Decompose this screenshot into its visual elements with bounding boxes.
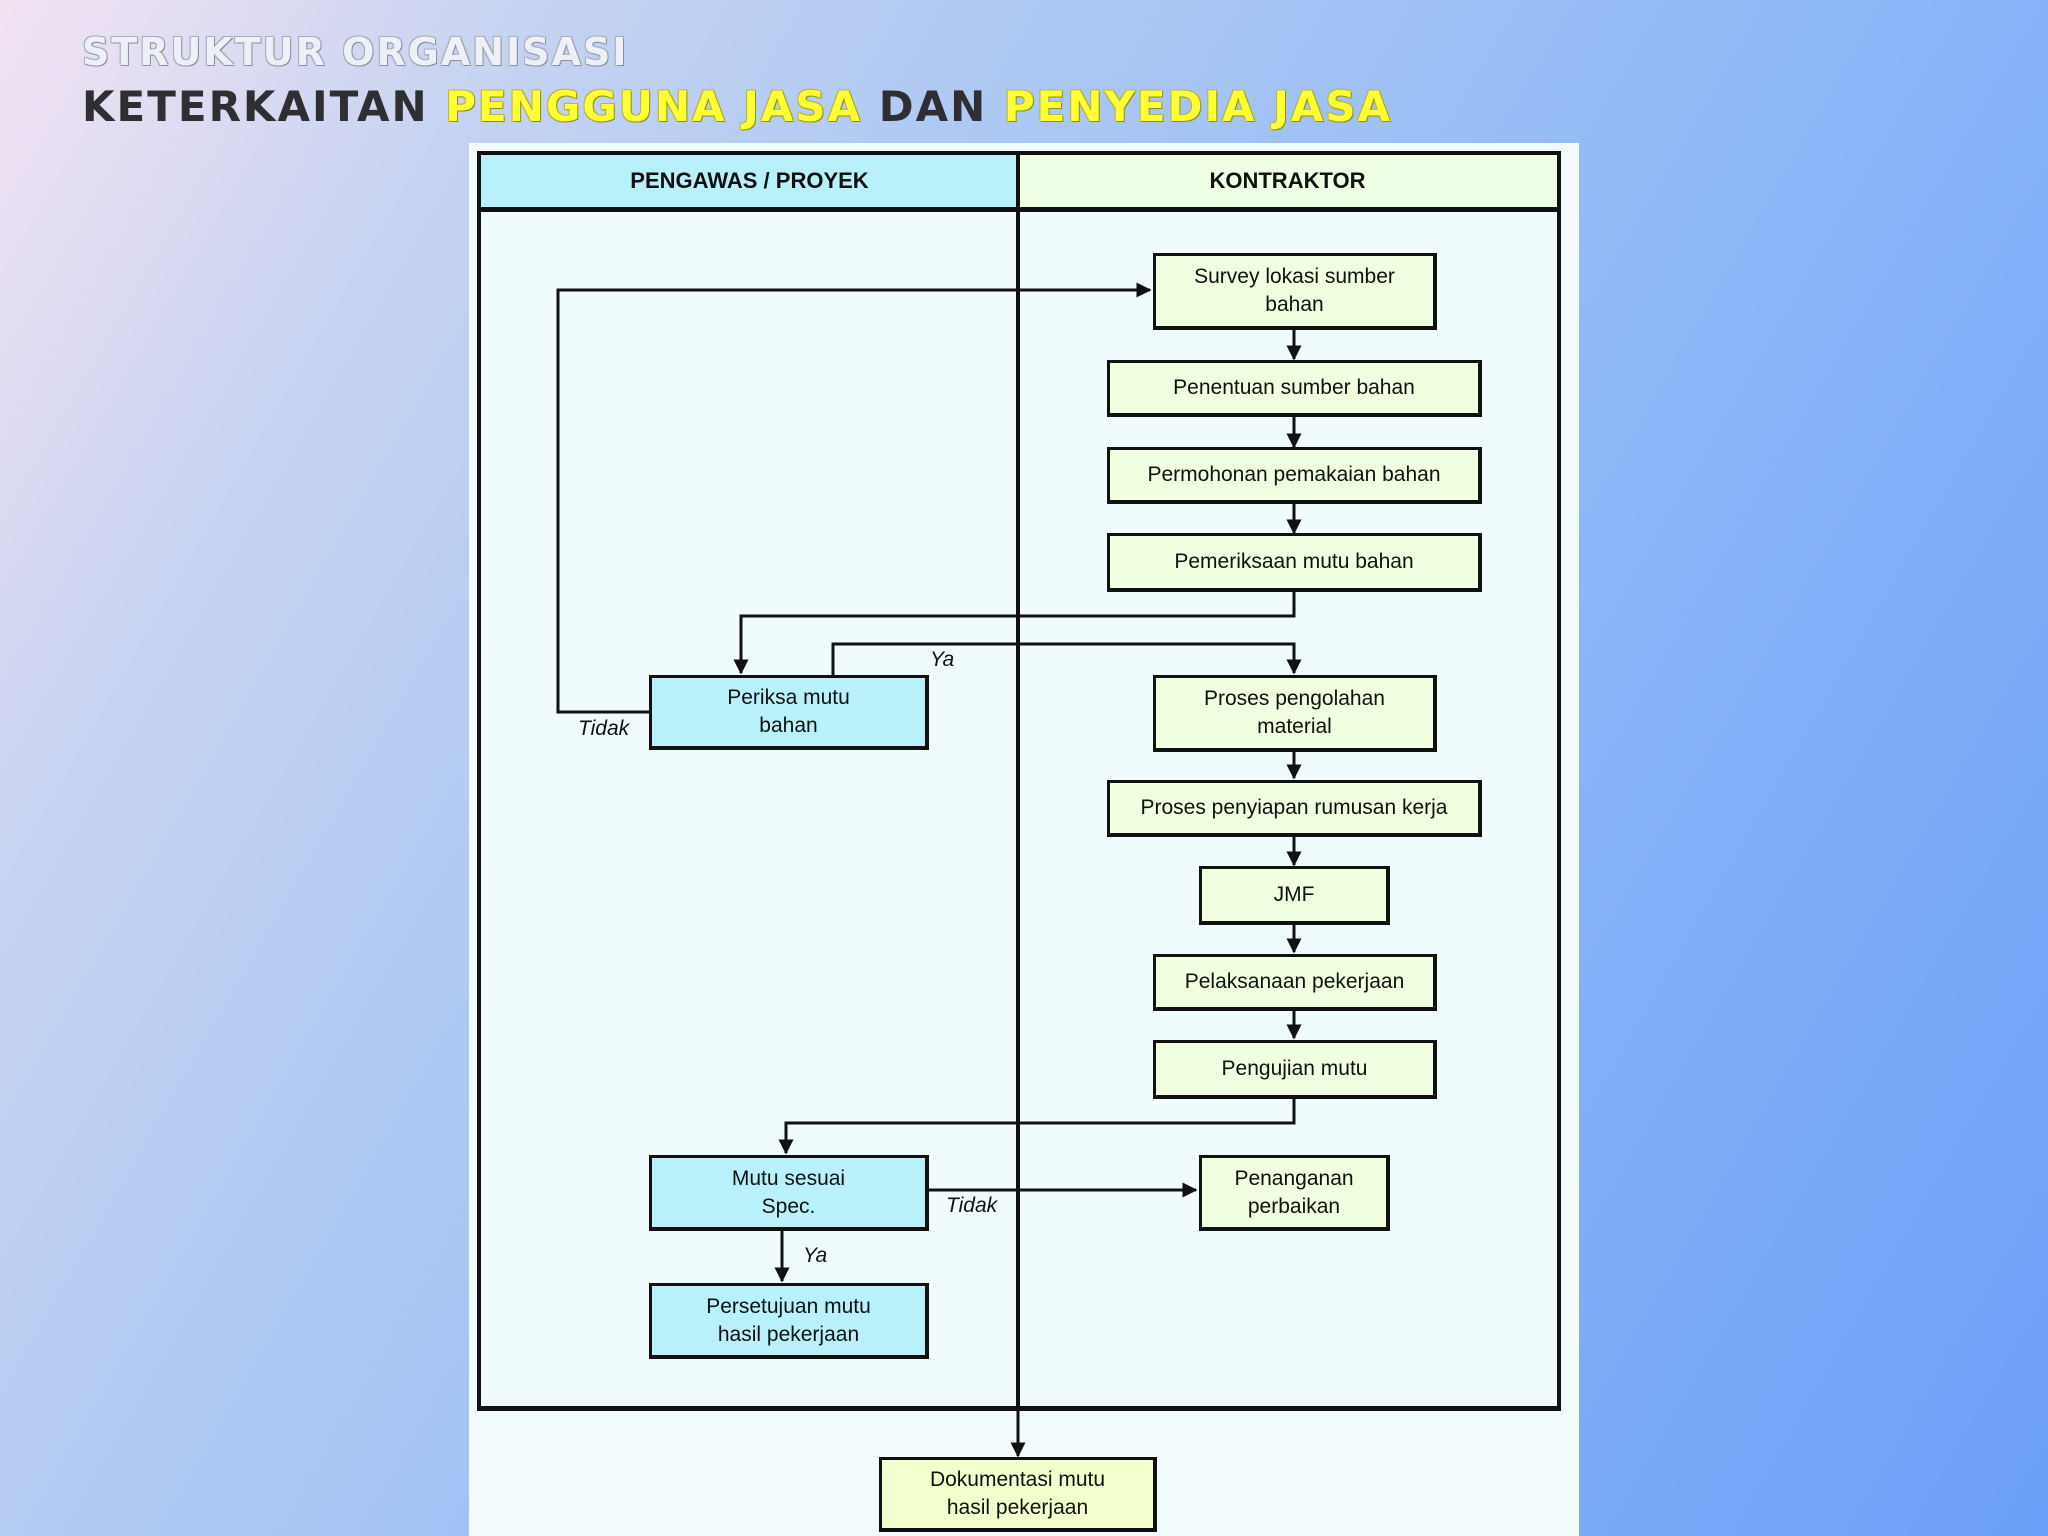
- title-part-penyedia: PENYEDIA JASA: [1003, 82, 1393, 131]
- box-penentuan-sumber: Penentuan sumber bahan: [1107, 360, 1482, 417]
- slide-title: KETERKAITAN PENGGUNA JASA DAN PENYEDIA J…: [82, 82, 1392, 131]
- box-periksa-mutu: Periksa mutu bahan: [649, 675, 929, 750]
- lane-header-kontraktor: KONTRAKTOR: [1018, 155, 1557, 212]
- title-part-1: KETERKAITAN: [82, 82, 446, 131]
- box-penanganan-perbaikan: Penanganan perbaikan: [1199, 1155, 1390, 1231]
- arrow-pemeriksaan-periksa: [733, 592, 1296, 675]
- title-part-pengguna: PENGGUNA JASA: [445, 82, 863, 131]
- box-permohonan-pemakaian: Permohonan pemakaian bahan: [1107, 447, 1482, 504]
- box-pengujian-mutu: Pengujian mutu: [1153, 1040, 1437, 1099]
- label-tidak-mutu: Tidak: [946, 1194, 998, 1217]
- label-tidak-periksa: Tidak: [578, 717, 630, 740]
- box-dokumentasi-mutu: Dokumentasi mutu hasil pekerjaan: [879, 1457, 1157, 1532]
- arrow-tidak-loop: [556, 282, 1152, 714]
- box-persetujuan-mutu: Persetujuan mutu hasil pekerjaan: [649, 1283, 929, 1359]
- box-survey-lokasi: Survey lokasi sumber bahan: [1153, 253, 1437, 330]
- slide-subtitle: STRUKTUR ORGANISASI: [82, 30, 629, 74]
- arrow-ya-proses: [831, 642, 1302, 675]
- title-part-dan: DAN: [862, 82, 1004, 131]
- box-mutu-sesuai-spec: Mutu sesuai Spec.: [649, 1155, 929, 1231]
- label-ya-mutu: Ya: [803, 1244, 828, 1267]
- arrow-pengujian-mutu: [778, 1099, 1296, 1155]
- box-proses-pengolahan: Proses pengolahan material: [1153, 675, 1437, 752]
- box-proses-penyiapan: Proses penyiapan rumusan kerja: [1107, 780, 1482, 837]
- box-pemeriksaan-mutu: Pemeriksaan mutu bahan: [1107, 533, 1482, 592]
- lane-header-pengawas: PENGAWAS / PROYEK: [481, 155, 1018, 212]
- box-pelaksanaan: Pelaksanaan pekerjaan: [1153, 954, 1437, 1011]
- box-jmf: JMF: [1199, 866, 1390, 925]
- label-ya-periksa: Ya: [930, 648, 955, 671]
